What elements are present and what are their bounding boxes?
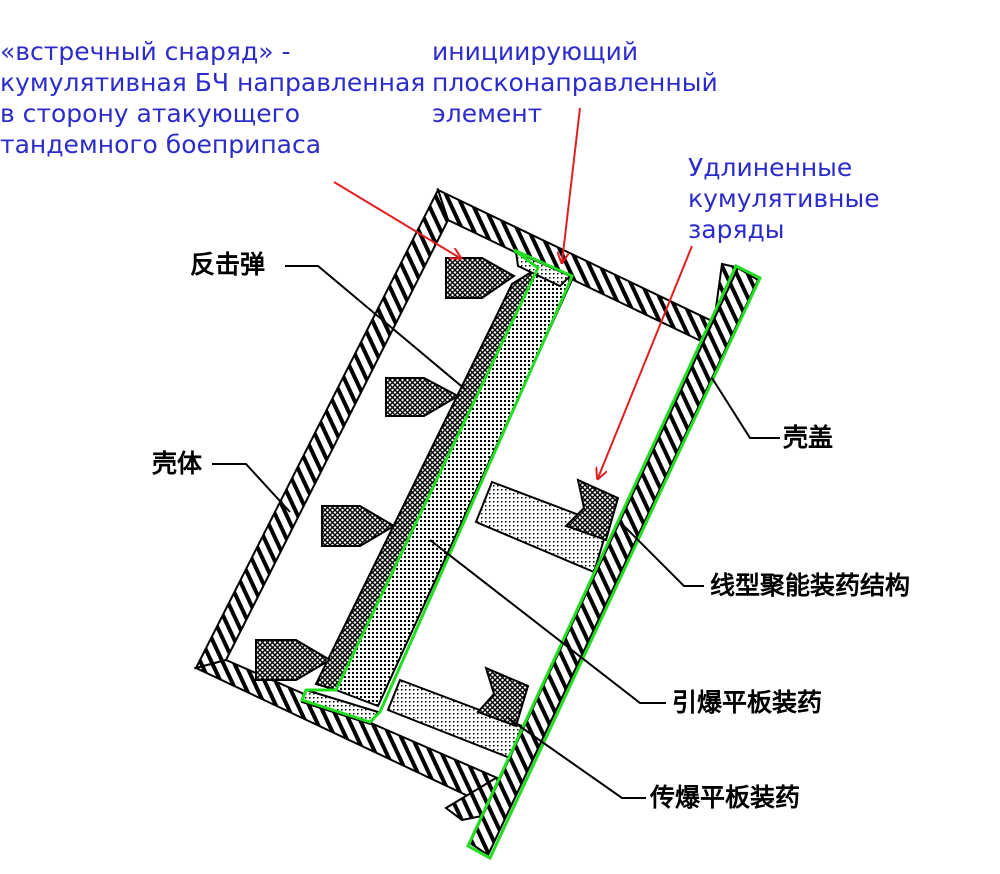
label-shell-body: 壳体 <box>152 449 203 478</box>
highlight-shell-cover <box>466 263 762 861</box>
annotation-initiating-element: инициирующий плосконаправленный элемент <box>432 36 718 129</box>
linear-shaped-charge-1-cone <box>564 478 620 542</box>
annotation-line: элемент <box>432 99 543 128</box>
highlight-initiating-element <box>300 248 574 724</box>
label-detonating-plate-charge: 引爆平板装药 <box>672 688 823 717</box>
annotation-line: плосконаправленный <box>432 68 718 97</box>
leader-linear-shaped-charge <box>619 521 704 587</box>
label-transfer-plate-charge: 传爆平板装药 <box>650 783 801 812</box>
annotation-line: кумулятивная БЧ направленная <box>0 68 426 97</box>
arrow-elongated-charges <box>598 245 693 478</box>
annotation-line: тандемного боеприпаса <box>0 130 322 159</box>
label-shell-cover: 壳盖 <box>783 423 834 452</box>
arrow-initiating-element <box>562 107 581 262</box>
counter-projectile-3 <box>321 505 396 547</box>
annotation-line: «встречный снаряд» - <box>0 37 291 66</box>
linear-shaped-charge-2-cone <box>476 666 530 728</box>
annotation-elongated-charges: Удлиненные кумулятивные заряды <box>688 152 880 245</box>
counter-projectile-2 <box>385 377 461 417</box>
arrow-counter-warhead <box>333 181 460 258</box>
counter-projectile-1 <box>445 257 516 299</box>
leader-detonating-plate-charge <box>429 539 666 704</box>
annotation-line: Удлиненные <box>688 153 853 182</box>
label-counter-projectile: 反击弹 <box>190 250 266 279</box>
leader-transfer-plate-charge <box>507 717 646 799</box>
annotation-line: кумулятивные <box>688 184 880 213</box>
annotation-line: заряды <box>688 215 785 244</box>
annotation-line: в сторону атакующего <box>0 99 301 128</box>
annotation-counter-warhead: «встречный снаряд» - кумулятивная БЧ нап… <box>0 36 425 160</box>
label-linear-shaped-charge: 线型聚能装药结构 <box>710 571 911 600</box>
counter-projectile-4 <box>255 639 332 681</box>
annotation-line: инициирующий <box>432 37 639 66</box>
leader-counter-projectile <box>285 265 467 391</box>
leader-shell-body <box>212 463 291 513</box>
serrated-strip <box>314 265 541 692</box>
leader-shell-cover <box>711 377 780 439</box>
